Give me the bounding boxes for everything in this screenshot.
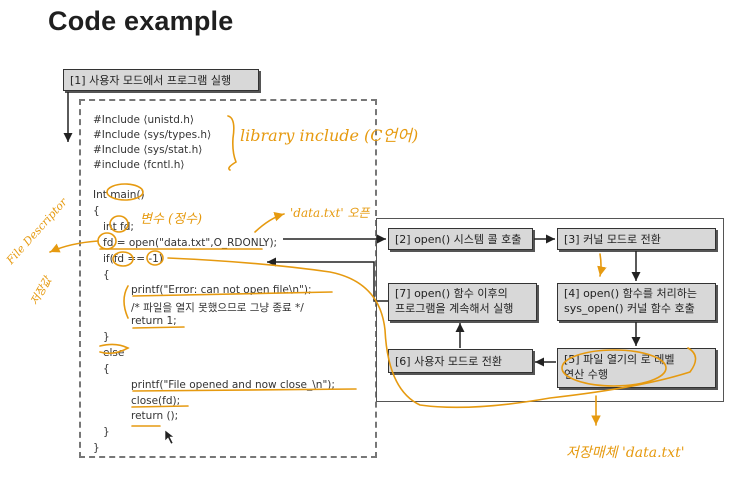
else-circle <box>99 343 130 355</box>
handwritten-marks <box>49 115 697 427</box>
step-7-label-line2: 프로그램을 계속해서 실행 <box>395 302 514 315</box>
step-5-label-line1: [5] 파일 열기의 로 레벨 <box>564 353 675 367</box>
annotation-storage-medium: 저장매체 'data.txt' <box>566 445 685 461</box>
code-return-1: return 1; <box>131 315 177 327</box>
include-bracket <box>227 115 237 171</box>
step-5-label-line2: 연산 수행 <box>564 368 608 381</box>
code-else-brace-open: { <box>103 363 110 375</box>
arrow-to-file-descriptor <box>49 240 99 253</box>
code-close-call: close(fd); <box>131 395 181 407</box>
step-4-label-line2: sys_open() 커널 함수 호출 <box>564 302 695 315</box>
code-include-stat: #Include ⟨sys/stat.h⟩ <box>93 144 203 156</box>
annotation-data-txt-open: 'data.txt' 오픈 <box>290 206 370 220</box>
annotation-library-include: library include (C언어) <box>240 126 419 145</box>
if-block-bracket <box>123 285 129 319</box>
annotation-variable: 변수 (정수) <box>140 212 203 227</box>
step-2-label: [2] open() 시스템 콜 호출 <box>395 233 522 246</box>
step3-to-step4-orange-arrow <box>597 253 607 277</box>
code-brace-open: { <box>93 205 100 217</box>
step-2-syscall-box: [2] open() 시스템 콜 호출 <box>388 228 533 250</box>
step-6-user-mode-box: [6] 사용자 모드로 전환 <box>388 349 533 373</box>
fd-open-circle <box>97 232 117 250</box>
fd-decl-circle <box>109 215 129 233</box>
code-open-call: fd = open("data.txt",O_RDONLY); <box>103 237 278 249</box>
step-1-label: [1] 사용자 모드에서 프로그램 실행 <box>70 74 232 87</box>
step-1-run-program-box: [1] 사용자 모드에서 프로그램 실행 <box>63 69 259 91</box>
page-title: Code example <box>48 6 234 36</box>
underline-printf-ok <box>132 388 357 392</box>
code-brace-close: } <box>93 442 100 454</box>
main-circle <box>106 183 144 201</box>
flow-frame <box>376 218 724 402</box>
step-3-kernel-mode-box: [3] 커널 모드로 전환 <box>557 228 716 250</box>
code-printf-ok: printf("File opened and now close_\n"); <box>131 379 335 391</box>
underline-close <box>131 405 189 408</box>
code-include-fcntl: #include ⟨fcntl.h⟩ <box>93 159 185 171</box>
if-fd-circle <box>112 251 134 267</box>
code-include-unistd: #Include ⟨unistd.h⟩ <box>93 114 195 126</box>
arrow-to-data-txt-note <box>254 212 285 233</box>
step-6-label: [6] 사용자 모드로 전환 <box>395 355 503 368</box>
step-3-label: [3] 커널 모드로 전환 <box>564 233 661 246</box>
code-else-brace-close: } <box>103 426 110 438</box>
minus-one-circle <box>146 250 164 266</box>
curve-from-code-to-step5 <box>167 257 697 409</box>
step5-circle <box>561 349 667 387</box>
mouse-cursor-icon <box>164 429 175 445</box>
code-comment: /* 파일을 열지 못했으므로 그냥 종료 */ <box>131 302 304 314</box>
underline-return1 <box>132 326 185 329</box>
code-return-0: return (); <box>131 410 179 422</box>
underline-printf-err <box>132 291 333 297</box>
arrow-step7-to-code <box>267 257 388 302</box>
step-4-label-line1: [4] open() 함수를 처리하는 <box>564 287 697 301</box>
code-if-brace-close: } <box>103 331 110 343</box>
code-include-types: #Include ⟨sys/types.h⟩ <box>93 129 212 141</box>
step-7-label-line1: [7] open() 함수 이후의 <box>395 287 508 301</box>
code-if-brace-open: { <box>103 269 110 281</box>
